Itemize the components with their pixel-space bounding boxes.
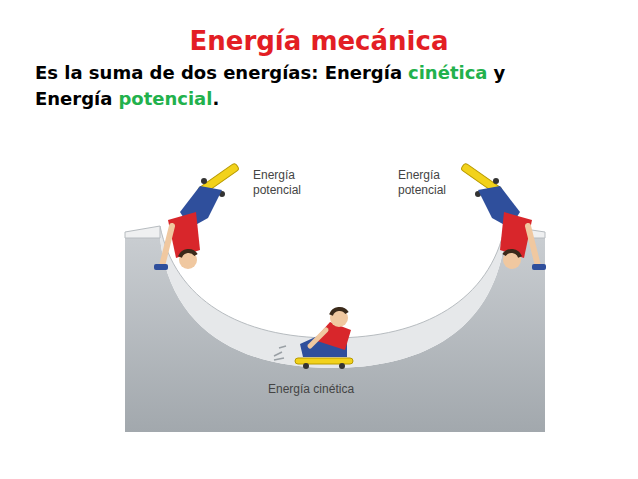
skateboard — [295, 358, 353, 364]
skater-right — [461, 163, 546, 270]
energy-label: Energía cinética — [268, 382, 388, 397]
energy-label: Energía potencial — [253, 168, 323, 198]
arm — [310, 330, 326, 346]
subtitle-line: Energía potencial. — [35, 88, 219, 109]
subtitle-text: Energía — [35, 88, 112, 109]
skater-middle — [274, 309, 353, 369]
ramp-platform — [125, 226, 160, 238]
subtitle-line: Es la suma de dos energías: Energía cinét… — [35, 62, 505, 83]
energy-label: Energía potencial — [398, 168, 468, 198]
ramp-surface — [160, 226, 505, 368]
hair — [331, 309, 347, 315]
subtitle-text: Es la suma de dos energías: Energía — [35, 62, 402, 83]
skater-left — [154, 163, 239, 270]
subtitle-text: potencial — [118, 88, 212, 109]
wheel — [303, 363, 309, 369]
subtitle-text: cinética — [408, 62, 487, 83]
title: Energía mecánica — [0, 26, 638, 56]
head — [330, 309, 348, 327]
subtitle-text: . — [212, 88, 219, 109]
wheel — [339, 363, 345, 369]
motion-lines — [274, 346, 286, 360]
ramp-back-edge — [160, 226, 505, 338]
subtitle-text: y — [493, 62, 505, 83]
